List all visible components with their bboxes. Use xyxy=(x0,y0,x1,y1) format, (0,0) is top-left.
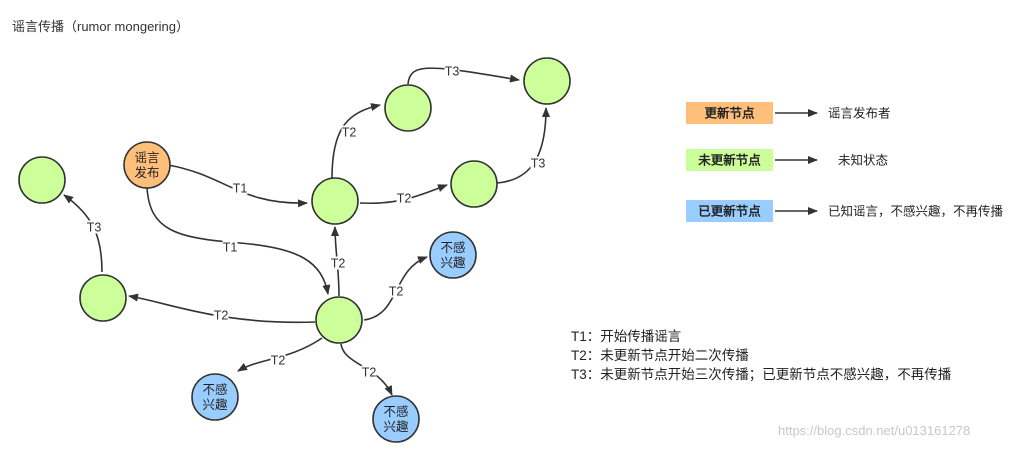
node-circle xyxy=(372,395,420,443)
node-label: 不感 xyxy=(202,382,227,397)
node-b3: 不感兴趣 xyxy=(372,395,420,443)
node-label: 兴趣 xyxy=(202,397,228,412)
legend-description: 未知状态 xyxy=(838,154,888,168)
node-nC xyxy=(384,84,432,132)
edge-label-bg xyxy=(330,256,346,270)
legend-label: 已更新节点 xyxy=(698,204,761,219)
edge-label-nB-b3: T2 xyxy=(362,366,377,380)
diagram-title: 谣言传播（rumor mongering） xyxy=(12,19,189,34)
edge-label-nG-nF: T3 xyxy=(87,221,102,235)
edge-label-nC-nD: T3 xyxy=(445,65,460,79)
edge-label-bg xyxy=(270,353,286,367)
legend-label: 未更新节点 xyxy=(697,153,761,168)
legend-description: 谣言发布者 xyxy=(828,106,891,121)
legend-item-updated: 已更新节点 已知谣言，不感兴趣，不再传播 xyxy=(686,200,1004,222)
node-label: 不感 xyxy=(440,240,465,255)
timeline-notes: T1：开始传播谣言 T2：未更新节点开始二次传播 T3：未更新节点开始三次传播；… xyxy=(571,327,951,384)
edge-nC-nD xyxy=(407,67,520,85)
edge-label-bg xyxy=(396,191,412,205)
node-label: 发布 xyxy=(134,165,159,180)
edge-nA-nC xyxy=(331,103,381,179)
node-circle xyxy=(384,84,432,132)
edge-label-bg xyxy=(444,64,460,78)
edge-label-nB-b2: T2 xyxy=(271,354,286,368)
legend-item-not_updated: 未更新节点 未知状态 xyxy=(686,149,888,171)
edge-label-bg xyxy=(86,220,102,234)
node-nB xyxy=(315,296,363,344)
edge-nE-nD xyxy=(496,107,550,184)
edge-label-bg xyxy=(213,308,229,322)
node-circle xyxy=(315,296,363,344)
node-circle xyxy=(18,156,66,204)
node-circle xyxy=(311,177,359,225)
node-circle xyxy=(450,160,498,208)
node-label: 兴趣 xyxy=(440,255,466,270)
node-label: 不感 xyxy=(383,404,408,419)
node-src: 谣言发布 xyxy=(123,141,171,189)
edge-label-nB-nG: T2 xyxy=(214,309,229,323)
edge-label-bg xyxy=(222,240,238,254)
node-label: 谣言 xyxy=(134,151,159,165)
edge-nB-nG xyxy=(128,293,316,324)
edge-src-nB xyxy=(146,187,331,295)
node-circle xyxy=(79,274,127,322)
edge-label-bg xyxy=(341,125,357,139)
node-nE xyxy=(450,160,498,208)
legend-label: 更新节点 xyxy=(704,106,755,121)
watermark: https://blog.csdn.net/u013161278 xyxy=(778,423,971,438)
legend-description: 已知谣言，不感兴趣，不再传播 xyxy=(828,204,1004,219)
node-nG xyxy=(79,274,127,322)
node-circle xyxy=(191,373,239,421)
node-label: 兴趣 xyxy=(383,419,409,434)
edge-label-bg xyxy=(232,181,248,195)
note-t3: T3：未更新节点开始三次传播；已更新节点不感兴趣，不再传播 xyxy=(571,367,952,382)
nodes-layer: 谣言发布不感兴趣不感兴趣不感兴趣 xyxy=(18,57,571,443)
legend-item-source: 更新节点 谣言发布者 xyxy=(686,102,891,124)
node-circle xyxy=(429,231,477,279)
edge-label-nB-b1: T2 xyxy=(389,285,404,299)
node-b2: 不感兴趣 xyxy=(191,373,239,421)
node-b1: 不感兴趣 xyxy=(429,231,477,279)
edge-label-src-nA: T1 xyxy=(233,182,248,196)
node-circle xyxy=(123,141,171,189)
edge-label-nA-nE: T2 xyxy=(397,192,412,206)
node-nF xyxy=(18,156,66,204)
edge-label-nA-nC: T2 xyxy=(342,126,357,140)
node-nA xyxy=(311,177,359,225)
note-t1: T1：开始传播谣言 xyxy=(571,329,682,344)
edge-label-bg xyxy=(388,284,404,298)
edge-label-bg xyxy=(361,365,377,379)
node-nD xyxy=(523,57,571,105)
legend-swatch xyxy=(686,102,773,124)
node-circle xyxy=(523,57,571,105)
legend-swatch xyxy=(686,149,773,171)
legend-swatch xyxy=(686,200,773,222)
note-t2: T2：未更新节点开始二次传播 xyxy=(571,348,749,363)
edge-label-nE-nD: T3 xyxy=(531,157,546,171)
edge-label-src-nB: T1 xyxy=(223,241,238,255)
edge-label-nB-nA: T2 xyxy=(331,257,346,271)
edge-label-bg xyxy=(530,156,546,170)
